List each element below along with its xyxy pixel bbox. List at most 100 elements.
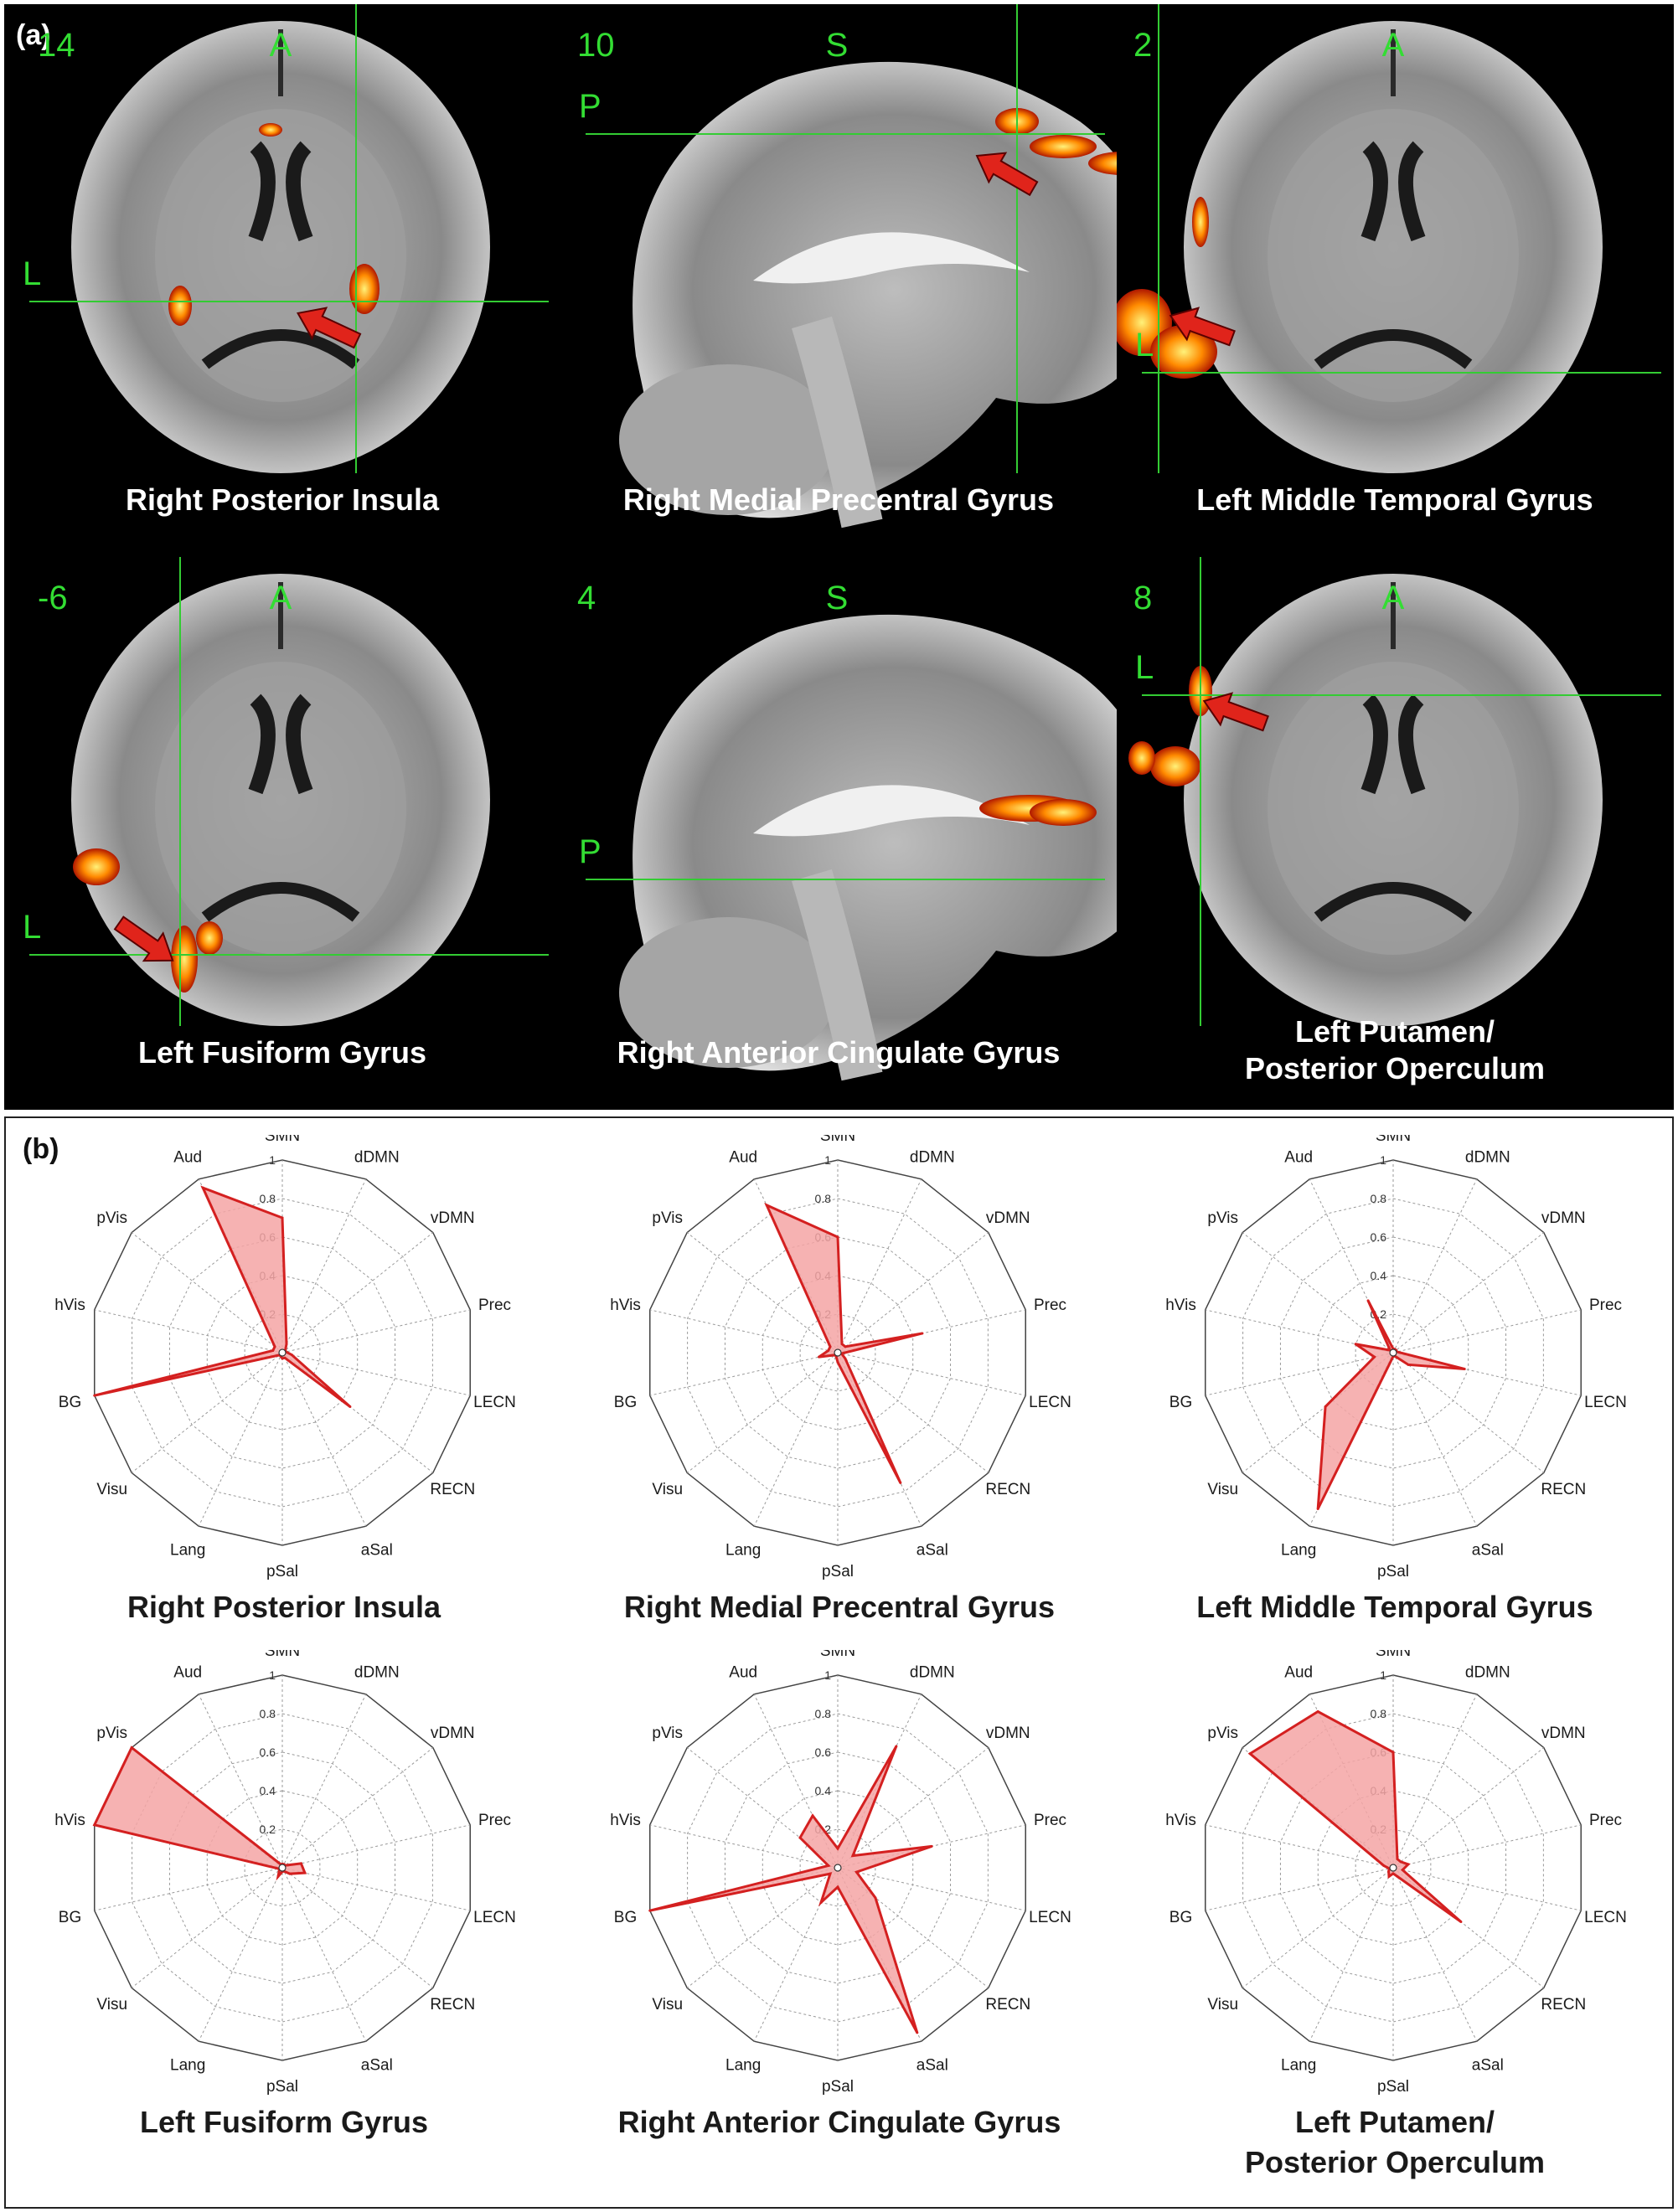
grid-ring <box>1242 1713 1544 2023</box>
axis-label: BG <box>614 1394 637 1411</box>
axis-label: aSal <box>1472 1541 1504 1559</box>
radar-point <box>899 1481 902 1484</box>
radar-point <box>1354 1343 1357 1346</box>
axis-label: vDMN <box>986 1725 1030 1742</box>
scan-caption: Right Medial Precentral Gyrus <box>562 482 1115 518</box>
axis-label: LECN <box>1029 1909 1071 1926</box>
cerebellum <box>619 917 837 1068</box>
orientation-side: L <box>23 909 41 946</box>
axis-label: aSal <box>1472 2056 1504 2074</box>
grid-spoke <box>281 1694 367 1869</box>
radar-title-line: Left Middle Temporal Gyrus <box>1196 1590 1593 1624</box>
axis-label: Aud <box>173 1149 202 1167</box>
radar-title: Right Anterior Cingulate Gyrus <box>563 2102 1116 2142</box>
grid-spoke <box>281 1232 434 1353</box>
axis-label: Lang <box>1281 1541 1316 1559</box>
grid-spoke <box>1242 1232 1394 1353</box>
radar-point <box>930 1844 933 1848</box>
arrow-marker <box>113 915 174 962</box>
scan-caption: Left Middle Temporal Gyrus <box>1118 482 1671 518</box>
radar-point <box>1248 1752 1252 1756</box>
radar-point <box>281 1357 284 1360</box>
scan-caption-line: Right Posterior Insula <box>125 482 440 517</box>
axis-label: pVis <box>96 1725 127 1742</box>
ventricles <box>248 694 313 795</box>
radar-point <box>1391 1872 1395 1875</box>
axis-label: hVis <box>610 1297 641 1314</box>
radar-title: Left Putamen/Posterior Operculum <box>1118 2102 1671 2183</box>
axis-label: Prec <box>1589 1297 1622 1314</box>
grid-spoke <box>837 1352 989 1473</box>
radar-title: Right Posterior Insula <box>8 1587 560 1627</box>
radar-point <box>854 1870 858 1874</box>
axis-label: pSal <box>1377 1563 1409 1580</box>
grid-spoke <box>1392 1232 1545 1353</box>
tick-label: 1 <box>824 1153 831 1167</box>
axis-label: Prec <box>1034 1812 1066 1829</box>
radar-point <box>798 1836 802 1839</box>
tick-label: 1 <box>1380 1668 1386 1682</box>
arrow-marker <box>975 152 1039 197</box>
radar-point <box>1396 1874 1399 1878</box>
grid-spoke <box>1392 1867 1582 1911</box>
scan-caption-line: Left Middle Temporal Gyrus <box>1196 482 1593 517</box>
axis-label: RECN <box>1541 1481 1586 1498</box>
axis-label: aSal <box>361 2056 393 2074</box>
axis-label: BG <box>59 1394 81 1411</box>
axis-label: Aud <box>1284 1149 1313 1167</box>
grid-spoke <box>1392 1747 1545 1869</box>
radar-point <box>1387 1874 1391 1878</box>
grid-ring <box>1279 1751 1507 1984</box>
radar-point <box>201 1186 204 1189</box>
radar-point <box>1396 1858 1399 1861</box>
radar-center <box>1389 1348 1397 1357</box>
tick-label: 1 <box>269 1668 276 1682</box>
axis-label: LECN <box>1584 1909 1627 1926</box>
grid-spoke <box>649 1309 839 1353</box>
radar-title-line: Left Fusiform Gyrus <box>139 2105 429 2139</box>
axis-label: Prec <box>1589 1812 1622 1829</box>
radar-grid <box>94 1159 471 1546</box>
axis-label: hVis <box>1165 1812 1196 1829</box>
axis-label: BG <box>59 1909 81 1926</box>
radar-point <box>1373 1355 1376 1359</box>
radar-series-area <box>1247 1709 1462 1923</box>
radar-point <box>1382 1864 1386 1867</box>
tick-label: 0.4 <box>1371 1269 1387 1282</box>
axis-label: Visu <box>1207 1481 1238 1498</box>
activation-blob <box>1088 152 1117 175</box>
radar-point <box>921 1332 924 1335</box>
radar-point <box>844 1345 847 1348</box>
radar-point <box>273 1345 276 1348</box>
grid-spoke <box>94 1309 283 1353</box>
axis-label: aSal <box>916 1541 948 1559</box>
radar-point <box>299 1862 302 1865</box>
grid-spoke <box>198 1694 283 1869</box>
axis-label: hVis <box>54 1297 85 1314</box>
tick-label: 0.8 <box>260 1192 276 1205</box>
activation-blob <box>1150 746 1200 786</box>
grid-ring <box>132 1198 433 1508</box>
axis-label: RECN <box>1541 1996 1586 2013</box>
orientation-side: P <box>579 833 601 870</box>
axis-label: dDMN <box>1465 1664 1510 1682</box>
radar-point <box>840 1343 844 1346</box>
axis-label: hVis <box>610 1812 641 1829</box>
radar-point <box>93 1823 96 1827</box>
grid-ring <box>724 1751 952 1984</box>
slice-number: 4 <box>577 580 596 616</box>
activation-blob <box>349 264 379 314</box>
axis-label: Lang <box>1281 2056 1316 2074</box>
axis-label: vDMN <box>431 1725 475 1742</box>
radar-chart: 0.20.40.60.81SMNdDMNvDMNPrecLECNRECNaSal… <box>610 1650 1071 2096</box>
grid-spoke <box>94 1867 283 1911</box>
radar-point <box>829 1345 832 1348</box>
orientation-top: A <box>1382 580 1405 616</box>
radar-point <box>648 1909 652 1912</box>
axis-label: LECN <box>1029 1394 1071 1411</box>
tick-label: 0.4 <box>815 1784 832 1797</box>
radar-chart: 0.20.40.60.81SMNdDMNvDMNPrecLECNRECNaSal… <box>1165 1650 1627 2096</box>
